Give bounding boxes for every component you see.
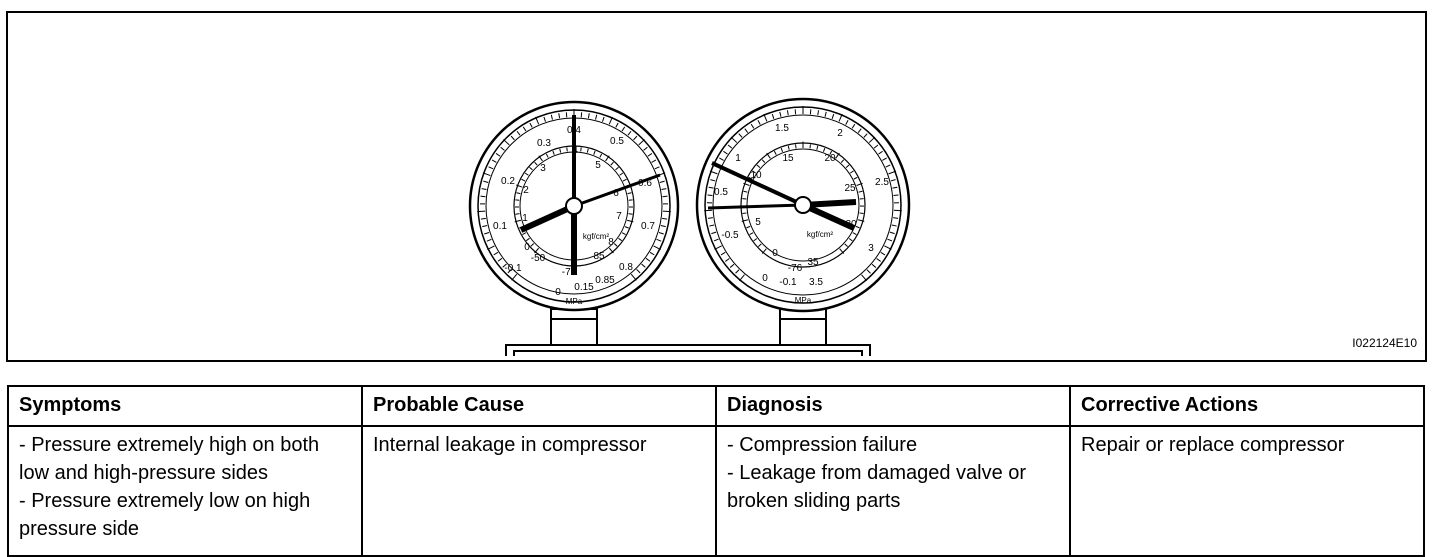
cell-symptoms: - Pressure extremely high on both low an… xyxy=(8,426,362,556)
cell-diagnosis: - Compression failure - Leakage from dam… xyxy=(716,426,1070,556)
gauge-illustration: 0.3 0.4 0.5 0.2 0.6 0.1 0.7 -0.1 0 0.8 0… xyxy=(8,13,1425,360)
table-row: - Pressure extremely high on both low an… xyxy=(8,426,1424,556)
gauge-tick xyxy=(663,196,668,197)
figure-box: 0.3 0.4 0.5 0.2 0.6 0.1 0.7 -0.1 0 0.8 0… xyxy=(6,11,1427,362)
high-inner-label: 0 xyxy=(772,248,778,259)
high-inner-label: 5 xyxy=(755,217,761,228)
high-outer-label: 0.5 xyxy=(714,187,728,198)
high-outer-label: 2.5 xyxy=(875,177,889,188)
high-outer-label: -0.5 xyxy=(721,230,739,241)
high-unit-outer: MPa xyxy=(795,296,812,305)
table-header-row: Symptoms Probable Cause Diagnosis Correc… xyxy=(8,386,1424,426)
high-outer-label: 0 xyxy=(762,273,768,284)
gauge-tick xyxy=(662,218,667,219)
gauge-tick xyxy=(516,214,520,215)
figure-id: I022124E10 xyxy=(1352,336,1417,350)
low-outer-label: -0.1 xyxy=(504,263,522,274)
high-inner-label: 15 xyxy=(782,153,794,164)
diagnosis-table: Symptoms Probable Cause Diagnosis Correc… xyxy=(7,385,1425,557)
low-outer-label: 0.85 xyxy=(595,275,615,286)
gauge-stems xyxy=(551,309,826,345)
diagnosis-item: - Leakage from damaged valve or broken s… xyxy=(727,459,1059,515)
low-inner-label: 0 xyxy=(524,242,530,253)
header-corrective-actions: Corrective Actions xyxy=(1070,386,1424,426)
high-outer-label: 1 xyxy=(735,153,741,164)
high-outer-label: -0.1 xyxy=(779,277,797,288)
header-diagnosis: Diagnosis xyxy=(716,386,1070,426)
low-outer-label: 0.7 xyxy=(641,221,655,232)
cell-corrective-action: Repair or replace compressor xyxy=(1070,426,1424,556)
manifold-bar xyxy=(506,345,870,356)
low-inner-label: 3 xyxy=(540,163,546,174)
low-inner-label: -50 xyxy=(531,253,546,264)
low-inner-label: 1 xyxy=(522,213,528,224)
high-inner-label: 25 xyxy=(844,183,856,194)
header-symptoms: Symptoms xyxy=(8,386,362,426)
gauge-tick xyxy=(708,218,713,219)
high-inner-label: -76 xyxy=(788,263,803,274)
low-outer-label: 0.5 xyxy=(610,136,624,147)
diagnosis-item: - Compression failure xyxy=(727,431,1059,459)
low-inner-label: 85 xyxy=(593,251,605,262)
low-inner-label: 5 xyxy=(595,160,601,171)
gauge-tick xyxy=(859,213,863,214)
low-unit-outer: MPa xyxy=(566,297,583,306)
low-inner-label: 7 xyxy=(616,211,622,222)
symptom-item: - Pressure extremely low on high pressur… xyxy=(19,487,351,543)
gauge-tick xyxy=(894,195,899,196)
gauge-tick xyxy=(628,214,632,215)
low-unit-inner: kgf/cm² xyxy=(583,232,610,241)
low-outer-label: 0.8 xyxy=(619,262,633,273)
gauge-tick xyxy=(481,218,486,219)
high-outer-label: 2 xyxy=(837,128,843,139)
symptom-item: - Pressure extremely high on both low an… xyxy=(19,431,351,487)
low-inner-label: 2 xyxy=(523,185,529,196)
high-unit-inner: kgf/cm² xyxy=(807,230,834,239)
gauge-tick xyxy=(893,218,898,219)
low-outer-label: 0.1 xyxy=(493,221,507,232)
high-outer-label: 3.5 xyxy=(809,277,823,288)
low-outer-label: 0.15 xyxy=(574,282,594,293)
high-outer-label: 3 xyxy=(868,243,874,254)
gauge-tick xyxy=(743,213,747,214)
high-outer-label: 1.5 xyxy=(775,123,789,134)
header-probable-cause: Probable Cause xyxy=(362,386,716,426)
gauge-tick xyxy=(481,196,486,197)
low-outer-label: 0.3 xyxy=(537,138,551,149)
low-outer-label: 0 xyxy=(555,287,561,298)
gauge-tick xyxy=(708,195,713,196)
high-inner-label: 35 xyxy=(807,257,819,268)
cell-probable-cause: Internal leakage in compressor xyxy=(362,426,716,556)
low-outer-label: 0.2 xyxy=(501,176,515,187)
high-inner-label: 20 xyxy=(824,153,836,164)
